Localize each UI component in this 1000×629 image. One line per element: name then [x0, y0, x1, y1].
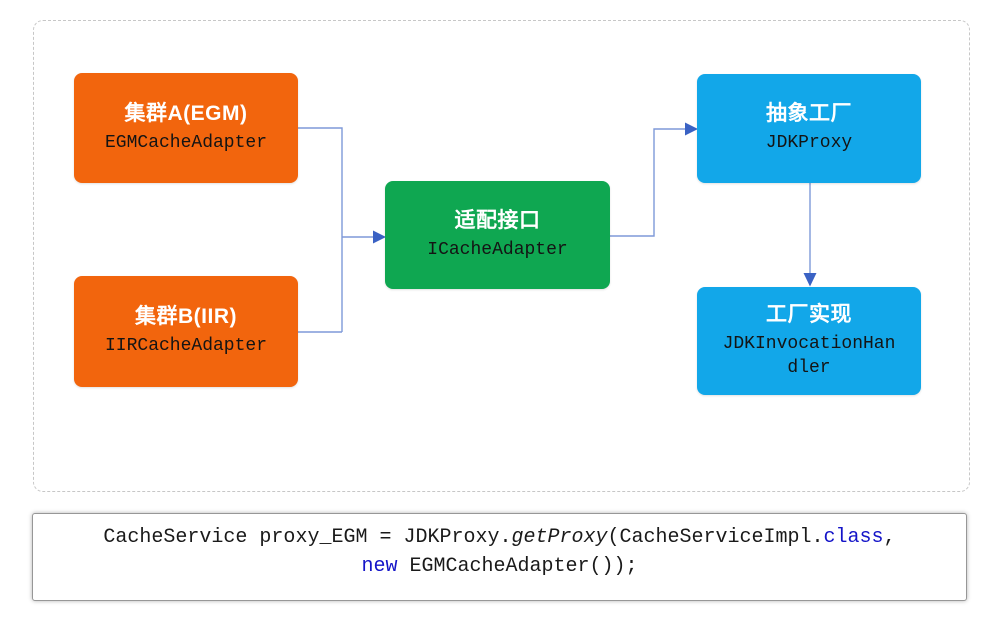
code-keyword-class: class	[823, 526, 884, 549]
code-line-2: new EGMCacheAdapter());	[33, 552, 966, 581]
code-text: EGMCacheAdapter());	[397, 555, 638, 578]
node-subtitle: EGMCacheAdapter	[104, 132, 268, 153]
node-subtitle: JDKInvocationHandler	[722, 333, 896, 379]
node-title: 抽象工厂	[766, 102, 852, 126]
node-title: 工厂实现	[766, 302, 852, 326]
node-subtitle: ICacheAdapter	[427, 239, 568, 260]
node-cluster-a: 集群A(EGM) EGMCacheAdapter	[74, 73, 298, 183]
node-title: 集群A(EGM)	[124, 101, 248, 125]
code-text: ,	[883, 526, 896, 549]
code-text: (CacheServiceImpl.	[607, 526, 824, 549]
node-abstract-factory: 抽象工厂 JDKProxy	[697, 74, 921, 183]
code-keyword-new: new	[361, 555, 398, 578]
node-factory-impl: 工厂实现 JDKInvocationHandler	[697, 287, 921, 395]
code-method-name: getProxy	[511, 526, 608, 549]
node-adapter-interface: 适配接口 ICacheAdapter	[385, 181, 610, 289]
code-snippet: CacheService proxy_EGM = JDKProxy.getPro…	[32, 513, 967, 601]
node-subtitle: JDKProxy	[765, 133, 853, 154]
node-title: 适配接口	[454, 208, 541, 232]
code-text: CacheService proxy_EGM = JDKProxy.	[103, 526, 512, 549]
code-line-1: CacheService proxy_EGM = JDKProxy.getPro…	[33, 523, 966, 552]
node-title: 集群B(IIR)	[135, 305, 237, 329]
node-cluster-b: 集群B(IIR) IIRCacheAdapter	[74, 276, 298, 387]
node-subtitle: IIRCacheAdapter	[104, 336, 268, 357]
